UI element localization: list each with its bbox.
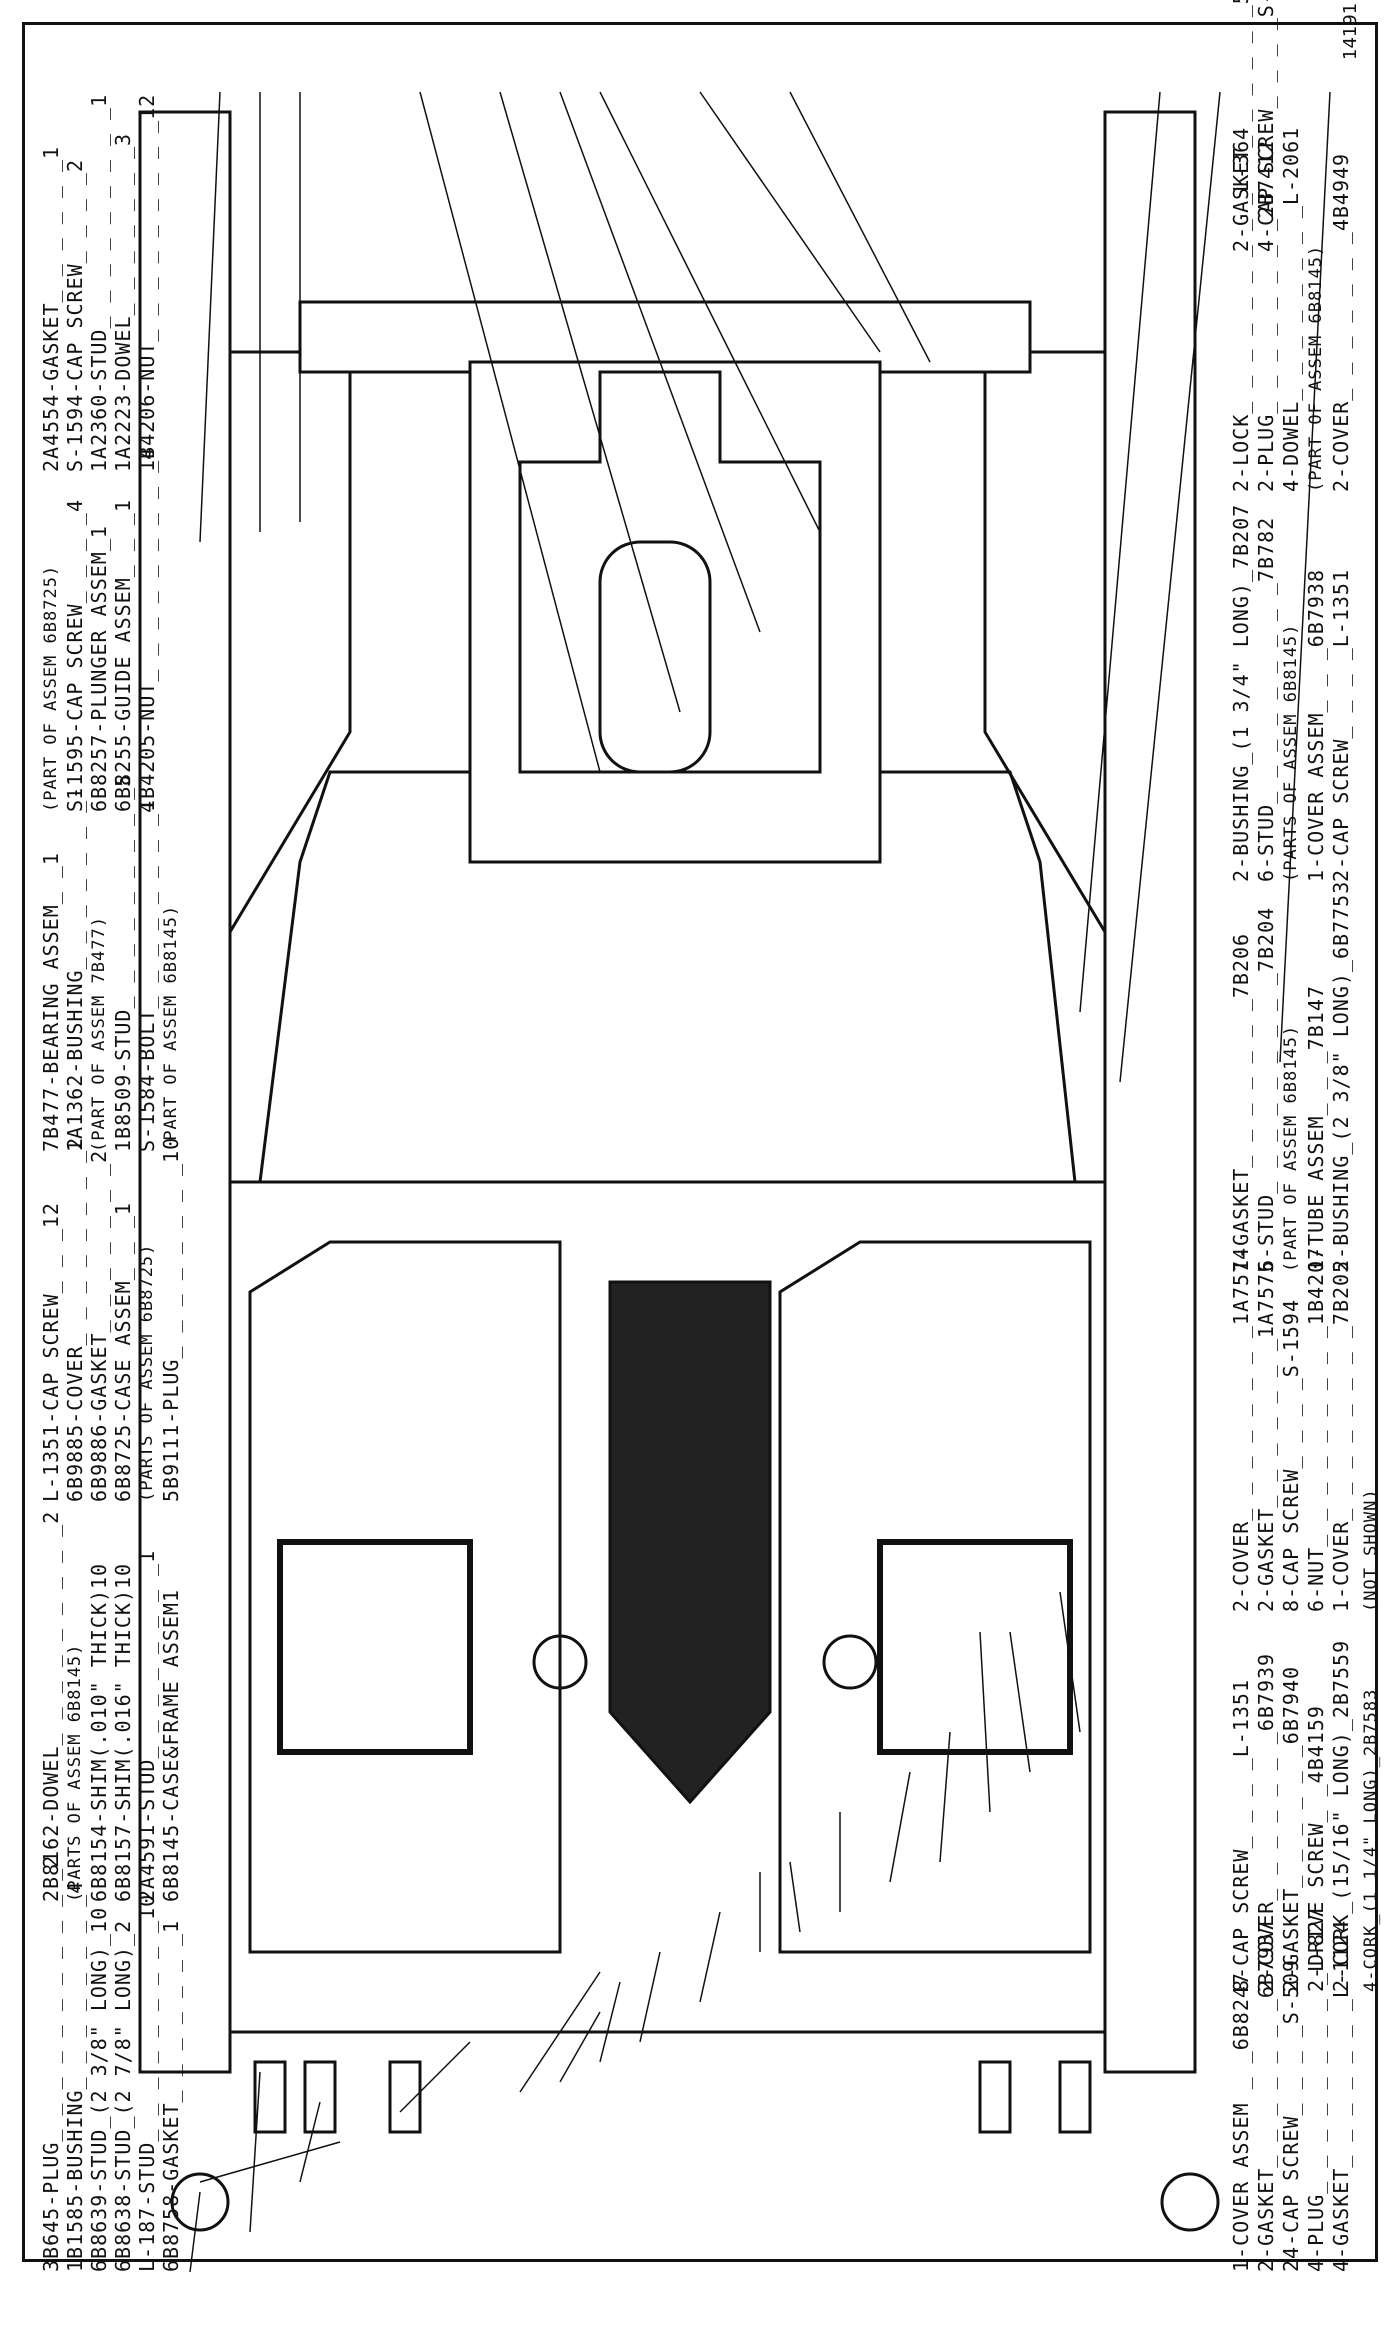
callout: 2B8162-DOWEL_ _ _ _ _ _ _ _ _2 <box>39 1510 63 1902</box>
callout-note: (NOT SHOWN) <box>1361 1488 1381 1612</box>
callout: 2-GASKET_ _ _ _ _ _5B2597 <box>1229 0 1253 252</box>
callout: 24-CAP SCREW_ _ _ _S-509 <box>1279 1959 1303 2272</box>
tube-bushing-right <box>822 1634 878 1690</box>
callout: 6-NUT_ _ _ _ _ _ _ _ _1B4207 <box>1304 1246 1328 1612</box>
callout: L-187-STUD_ _ _ _ _ _ _ _ _10 <box>135 1893 159 2272</box>
cover-plate-left <box>277 1539 473 1755</box>
cover-plate-right <box>877 1539 1073 1755</box>
side-cover-right <box>778 1240 1092 1954</box>
frame-rail-bottom <box>1103 110 1197 2074</box>
callout: 1A1362-BUSHING_ _ _ _ _ _ _1 <box>63 786 87 1152</box>
side-cover-left <box>248 1240 562 1954</box>
callout: 2-BUSHING_(1 3/4" LONG)_7B207 <box>1229 503 1253 882</box>
drain-plug-right <box>1160 2172 1220 2232</box>
callout: S-1584-BOLT_ _ _ _ _ _ _ _4 <box>135 799 159 1152</box>
callout-note: (PART OF ASSEM 6B8145) <box>1281 1024 1301 1272</box>
transmission-case <box>468 360 882 864</box>
callout: 2-GASKET_ _ _ _ _ _ _1A7575 <box>1254 1259 1278 1612</box>
callout: L-1351-CAP SCREW_ _ _12 <box>39 1202 63 1502</box>
callout: 1B8509-STUD_ _ _ _ _ _ _ _ _5 <box>111 773 135 1152</box>
callout: 1-TUBE ASSEM_ _ _7B147 <box>1304 985 1328 1272</box>
callout: S-1595-CAP SCREW_ _ _ _4 <box>63 499 87 812</box>
callout: 1A2223-DOWEL_ _ _ _ _ _ _3 <box>111 132 135 472</box>
drain-plug-left <box>170 2172 230 2232</box>
callout: 1B1585-BUSHING_ _ _ _ _ _ _ _4 <box>63 1880 87 2272</box>
callout: 6B8157-SHIM(.016" THICK)10 <box>111 1562 135 1902</box>
callout: 6B8638-STUD_(2 7/8" LONG)_2 <box>111 1919 135 2272</box>
transmission-cover <box>518 370 822 774</box>
callout: 2-COVER_ _ _ _ _ _ _6B7939 <box>1254 1652 1278 1992</box>
inspection-plate <box>598 540 712 774</box>
callout: S-1594-CAP SCREW_ _ _ _2 <box>63 159 87 472</box>
callout: 6B9885-COVER_ _ _ _ _ _ _ _2 <box>63 1136 87 1502</box>
drawing-border <box>22 22 1378 2262</box>
callout: 6B8758-GASKET_ _ _ _ _ _ _1 <box>159 1919 183 2272</box>
callout-note: 4-CORK_(1 1/4" LONG)_2B7583 <box>1361 1688 1381 1992</box>
callout-note: (PARTS OF ASSEM 6B8145) <box>1281 623 1301 882</box>
callout: 1A2360-STUD_ _ _ _ _ _ _ _ _1 <box>87 93 111 472</box>
callout: 1-GASKET_ _ _ _ _ _ _7B206 <box>1229 932 1253 1272</box>
callout: 6-STUD_ _ _ _ _ _ _ _ _7B782 <box>1254 516 1278 882</box>
callout: 6B8145-CASE&FRAME ASSEM1 <box>159 1589 183 1902</box>
callout: 7B477-BEARING ASSEM_ _1 <box>39 852 63 1152</box>
callout-note: (PARTS OF ASSEM 6B8145) <box>65 1643 85 1902</box>
callout: 5B9111-PLUG_ _ _ _ _ _ _ _10 <box>159 1136 183 1502</box>
callout: 6B8257-PLUNGER ASSEM_1 <box>87 525 111 812</box>
callout: 2-CAP SCREW_ _ _ _L-1351 <box>1329 569 1353 882</box>
callout: 2A4554-GASKET_ _ _ _ _ _1 <box>39 145 63 472</box>
callout-note: (PART OF ASSEM 6B8145) <box>1306 244 1326 492</box>
callout: 6B9886-GASKET_ _ _ _ _ _ _2 <box>87 1149 111 1502</box>
callout: 1B4206-NUT_ _ _ _ _ _ _ _ _12 <box>135 93 159 472</box>
bottom-studs <box>253 2060 1092 2134</box>
callout-note: (PARTS OF ASSEM 6B8725) <box>137 1243 157 1502</box>
callout: 6B8725-CASE ASSEM_ _ _1 <box>111 1202 135 1502</box>
callout: 8-CAP SCREW_ _ _ _L-1351 <box>1229 1679 1253 1992</box>
callout: 6B8154-SHIM(.010" THICK)10 <box>87 1562 111 1902</box>
callout: 6B8639-STUD_(2 3/8" LONG)_10 <box>87 1906 111 2272</box>
callout: 6-STUD_ _ _ _ _ _ _ _ _7B204 <box>1254 906 1278 1272</box>
callout: 6B8255-GUIDE ASSEM_ _ _1 <box>111 499 135 812</box>
callout: 8-CAP SCREW_ _ _ _S-1594 <box>1279 1299 1303 1612</box>
callout: 4-CAP SCREW_ _ _ _S-509 <box>1254 0 1278 252</box>
callout-note: (PART OF ASSEM 6B8725) <box>41 564 61 812</box>
callout: 2-COVER_ _ _ _ _ _ _4B4949 <box>1329 152 1353 492</box>
callout: 3B645-PLUG_ _ _ _ _ _ _ _ _ _ _2 <box>39 1854 63 2272</box>
callout: 1-COVER ASSEM_ _ _6B7938 <box>1304 569 1328 882</box>
callout: 2-DRIVE SCREW_ _4B4159 <box>1304 1705 1328 1992</box>
callout-note: (PART OF ASSEM 7B477) <box>89 916 109 1152</box>
callout: 2-GASKET_ _ _ _ _ _6B7940 <box>1279 1665 1303 1992</box>
callout: 2A4591-STUD_ _ _ _ _ _ _ _1 <box>135 1549 159 1902</box>
callout: 1B4205-NUT_ _ _ _ _ _ _ _ _4 <box>135 446 159 812</box>
callout: 2-COVER_ _ _ _ _ _ _ _1A7574 <box>1229 1246 1253 1612</box>
callout: 1-COVER ASSEM _ _6B8247 <box>1229 1972 1253 2272</box>
callout: 1-COVER_ _ _ _ _ _ _ _7B205 <box>1329 1259 1353 1612</box>
callout: 2-BUSHING_(2 3/8" LONG)_6B7753 <box>1329 880 1353 1272</box>
center-oil-pan <box>608 1280 772 1805</box>
callout: 4-DOWEL_ _ _ _ _ _ _ _L-2061 <box>1279 126 1303 492</box>
callout: 2-CORK_(15/16" LONG)_2B7559 <box>1329 1639 1353 1992</box>
tapered-frame <box>228 112 1107 1182</box>
leader-lines <box>189 91 1331 2273</box>
tube-bushing-left <box>532 1634 588 1690</box>
callout-note: (PART OF ASSEM 6B8145) <box>161 904 181 1152</box>
